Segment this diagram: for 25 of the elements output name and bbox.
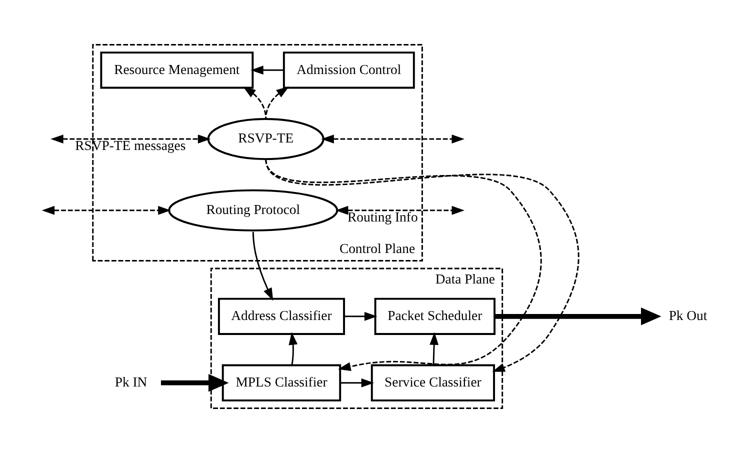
arrow xyxy=(250,65,284,74)
node-box: Admission Control xyxy=(282,51,415,88)
node-ellipse: RSVP-TE xyxy=(207,118,324,160)
node-box: MPLS Classifier xyxy=(222,364,342,401)
node-text: Pk Out xyxy=(668,308,708,323)
arrow xyxy=(430,332,439,364)
node-box: Resource Menagement xyxy=(100,51,254,88)
arrow xyxy=(340,378,374,387)
node-text: Pk IN xyxy=(114,374,148,389)
node-ellipse: Routing Protocol xyxy=(168,188,338,231)
arrow xyxy=(344,311,378,320)
node-box: Service Classifier xyxy=(370,364,495,401)
node-box: Packet Scheduler xyxy=(374,297,496,334)
arrow xyxy=(288,332,298,364)
arrow xyxy=(321,134,464,143)
edge-label: Routing Info xyxy=(348,208,418,224)
arrow xyxy=(42,205,171,214)
arrow xyxy=(494,307,662,325)
edge-label: RSVP-TE messages xyxy=(75,137,186,152)
arrow xyxy=(335,205,464,214)
node-box: Address Classifier xyxy=(218,297,345,334)
arrow xyxy=(252,231,274,300)
arrow xyxy=(50,134,211,143)
arrow xyxy=(265,86,290,119)
arrow xyxy=(160,374,229,392)
